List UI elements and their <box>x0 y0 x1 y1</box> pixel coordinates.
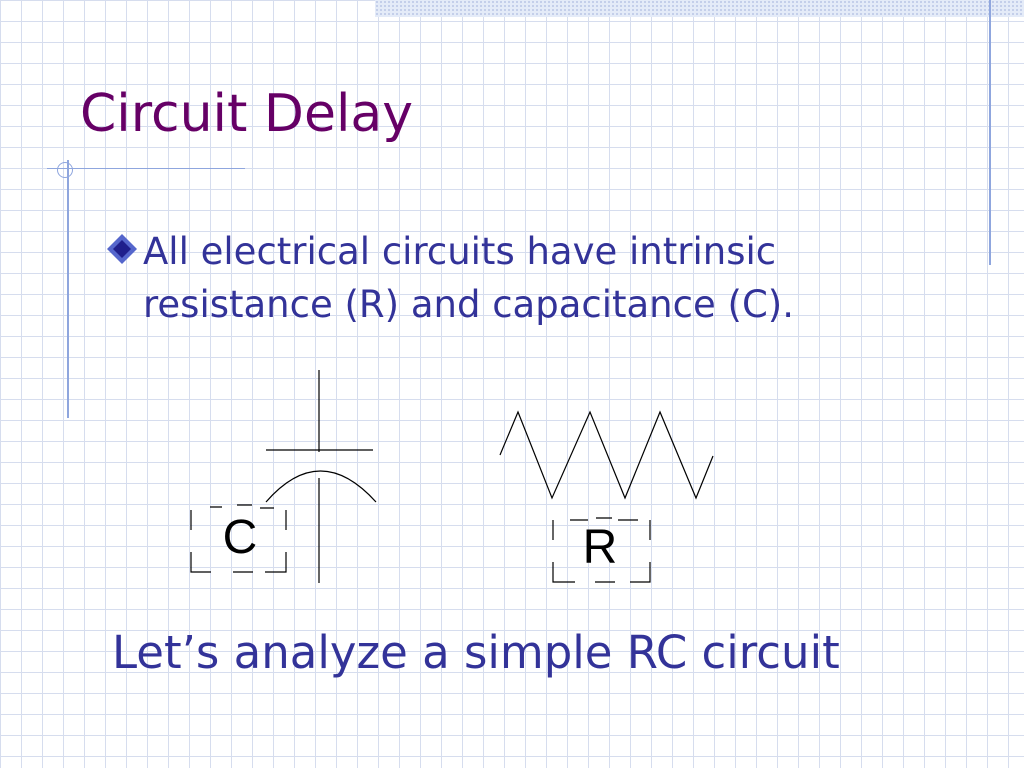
decorative-vertical-line-right <box>989 0 991 265</box>
resistor-label: R <box>582 521 618 574</box>
top-decorative-band <box>375 0 1024 17</box>
footer-text: Let’s analyze a simple RC circuit <box>112 626 840 679</box>
capacitor-icon <box>265 370 377 583</box>
resistor-icon <box>499 410 714 500</box>
bullet-item: All electrical circuits have intrinsic r… <box>105 225 865 331</box>
decorative-horizontal-line <box>47 168 245 169</box>
bullet-text: All electrical circuits have intrinsic r… <box>143 230 794 326</box>
diamond-bullet-icon <box>107 234 137 264</box>
capacitor-label-frame <box>190 504 287 573</box>
capacitor-label: C <box>222 511 258 564</box>
slide-title: Circuit Delay <box>80 84 414 144</box>
resistor-label-frame <box>552 517 651 583</box>
decorative-vertical-line-left <box>67 160 69 418</box>
decorative-circle-icon <box>57 162 73 178</box>
